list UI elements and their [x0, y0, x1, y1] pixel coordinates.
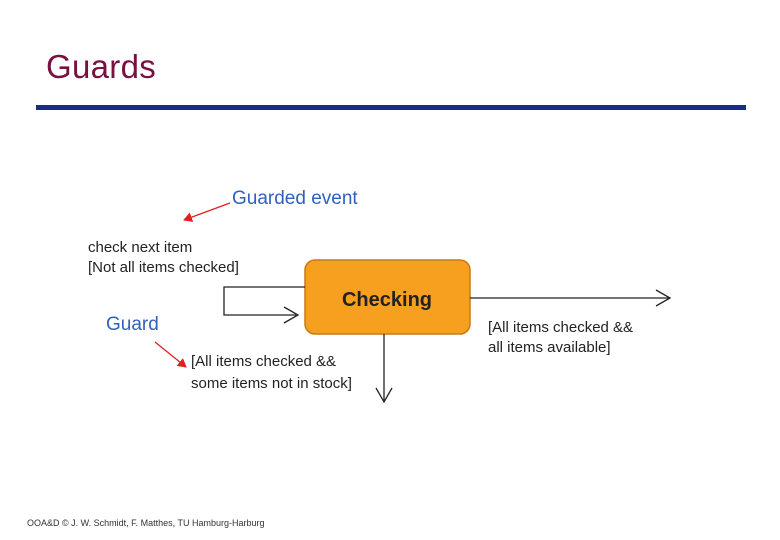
state-name: Checking [342, 289, 432, 311]
checking-state-box [304, 259, 471, 335]
guard-annotation: Guard [106, 314, 159, 335]
self-transition-guard: [Not all items checked] [88, 259, 239, 276]
slide-footer: OOA&D © J. W. Schmidt, F. Matthes, TU Ha… [27, 518, 265, 528]
transition-right-guard-line1: [All items checked && [488, 319, 633, 336]
guarded-event-annotation: Guarded event [232, 188, 358, 209]
transition-down-arrowhead [375, 387, 393, 404]
self-transition-line [223, 286, 305, 316]
transition-right-guard-line2: all items available] [488, 339, 611, 356]
title-rule [36, 105, 746, 110]
transition-right-arrowhead [655, 289, 672, 307]
transition-down-guard-line1: [All items checked && [191, 353, 336, 370]
self-transition-arrowhead [283, 306, 300, 324]
transition-down-guard-line2: some items not in stock] [191, 375, 352, 392]
slide-title: Guards [46, 48, 157, 85]
self-transition-event: check next item [88, 239, 192, 256]
guard-arrow [154, 341, 187, 368]
guarded-event-arrow [183, 202, 231, 222]
